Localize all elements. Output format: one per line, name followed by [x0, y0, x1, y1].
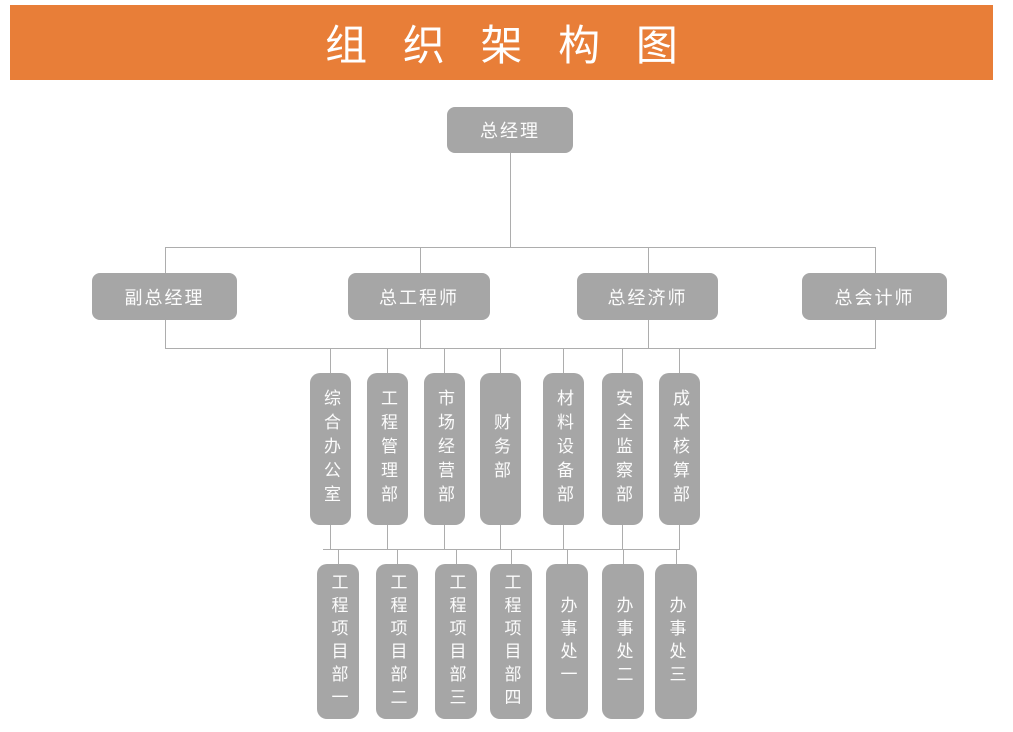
node-chief-economist: 总经济师 [577, 273, 718, 320]
connector-line [679, 348, 680, 373]
connector-line [387, 525, 388, 549]
node-deputy-general-manager: 副总经理 [92, 273, 237, 320]
connector-line [165, 247, 166, 273]
connector-line [563, 525, 564, 549]
node-project-dept-3: 工程项目部三 [435, 564, 477, 719]
connector-line [648, 247, 649, 273]
node-project-dept-1: 工程项目部一 [317, 564, 359, 719]
node-general-manager: 总经理 [447, 107, 573, 153]
connector-line [165, 320, 166, 348]
connector-line [420, 247, 421, 273]
connector-line [875, 320, 876, 348]
connector-line [679, 525, 680, 549]
connector-line [648, 320, 649, 348]
node-chief-accountant: 总会计师 [802, 273, 947, 320]
title-banner: 组 织 架 构 图 [10, 5, 993, 80]
connector-line [338, 549, 339, 564]
connector-line [387, 348, 388, 373]
connector-line [500, 348, 501, 373]
connector-line [875, 247, 876, 273]
connector-line [510, 153, 511, 247]
connector-line [563, 348, 564, 373]
node-safety-supervision-dept: 安全监察部 [602, 373, 643, 525]
connector-line [567, 549, 568, 564]
connector-line [511, 549, 512, 564]
node-chief-engineer: 总工程师 [348, 273, 490, 320]
node-project-dept-2: 工程项目部二 [376, 564, 418, 719]
connector-line [444, 348, 445, 373]
node-engineering-mgmt-dept: 工程管理部 [367, 373, 408, 525]
connector-line [323, 549, 680, 550]
node-project-dept-4: 工程项目部四 [490, 564, 532, 719]
node-office-2: 办事处二 [602, 564, 644, 719]
node-finance-dept: 财务部 [480, 373, 521, 525]
node-general-office: 综合办公室 [310, 373, 351, 525]
connector-line [330, 525, 331, 549]
connector-line [676, 549, 677, 564]
node-office-3: 办事处三 [655, 564, 697, 719]
connector-line [444, 525, 445, 549]
connector-line [456, 549, 457, 564]
connector-line [397, 549, 398, 564]
connector-line [330, 348, 331, 373]
connector-line [165, 348, 876, 349]
node-cost-accounting-dept: 成本核算部 [659, 373, 700, 525]
node-market-operations-dept: 市场经营部 [424, 373, 465, 525]
connector-line [500, 525, 501, 549]
node-materials-equipment-dept: 材料设备部 [543, 373, 584, 525]
page-title: 组 织 架 构 图 [325, 22, 690, 69]
connector-line [420, 320, 421, 348]
connector-line [165, 247, 876, 248]
node-office-1: 办事处一 [546, 564, 588, 719]
connector-line [623, 549, 624, 564]
connector-line [622, 348, 623, 373]
connector-line [622, 525, 623, 549]
